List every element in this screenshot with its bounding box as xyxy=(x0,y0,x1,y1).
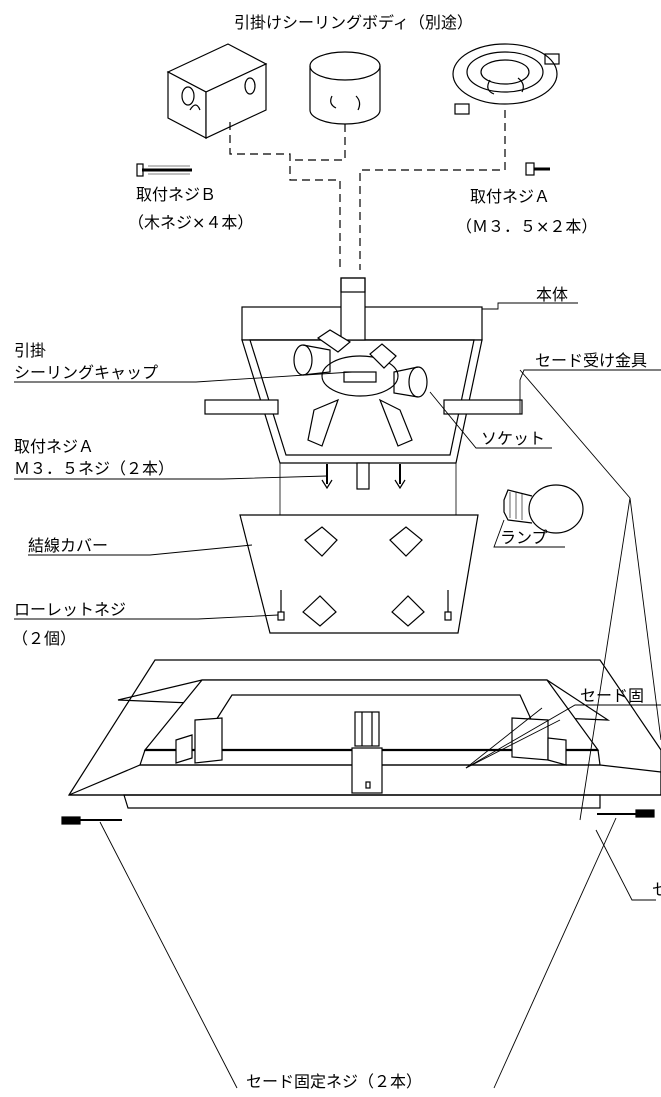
knurl-screw-note: （２個） xyxy=(12,629,76,648)
ceiling-cap-label-1: 引掛 xyxy=(14,341,46,360)
shade-partial-label: セ xyxy=(652,880,661,899)
screw-a-mid-label: 取付ネジＡ xyxy=(14,437,94,456)
screw-b-note: （木ネジ×４本） xyxy=(128,213,253,232)
screw-a-mid-note: Ｍ３．５ネジ（２本） xyxy=(14,459,174,478)
shade-fix-screw-label: セード固定ネジ（２本） xyxy=(246,1072,422,1091)
screw-a-top-label: 取付ネジＡ xyxy=(470,187,550,206)
ceiling-body-round xyxy=(309,51,381,125)
socket-label: ソケット xyxy=(481,429,545,448)
screw-a-top-note: （Ｍ３．５×２本） xyxy=(456,217,597,236)
ceiling-cap-label-2: シーリングキャップ xyxy=(14,363,158,382)
ceiling-body-square xyxy=(166,43,268,139)
wiring-cover xyxy=(239,514,479,634)
socket-left xyxy=(293,329,352,376)
wood-screw-icon xyxy=(136,163,192,177)
body-cover-guides xyxy=(279,463,457,515)
lamp-icon xyxy=(503,484,584,534)
screw-a-mid-icons xyxy=(321,464,406,490)
body-label: 本体 xyxy=(536,285,568,304)
ceiling-body-flange xyxy=(452,43,560,115)
leader-lines xyxy=(14,302,661,1089)
knurl-screw-label: ローレットネジ xyxy=(14,600,126,619)
lamp-label: ランプ xyxy=(500,528,548,547)
shade-fix-screw-right-icon xyxy=(597,809,655,818)
ceiling-connection-lines xyxy=(229,110,506,270)
shade-bracket-label: セード受け金具 xyxy=(535,351,647,370)
shade-fix-screw-left-icon xyxy=(61,816,122,825)
title-label: 引掛けシーリングボディ（別途） xyxy=(234,13,473,32)
shade-fix-partial-label: セード固 xyxy=(580,686,644,705)
machine-screw-icon-top xyxy=(525,162,550,176)
wiring-cover-label: 結線カバー xyxy=(28,536,108,555)
socket-right xyxy=(369,343,428,398)
main-body xyxy=(204,277,523,490)
shade xyxy=(67,659,661,809)
screw-b-label: 取付ネジＢ xyxy=(136,185,216,204)
